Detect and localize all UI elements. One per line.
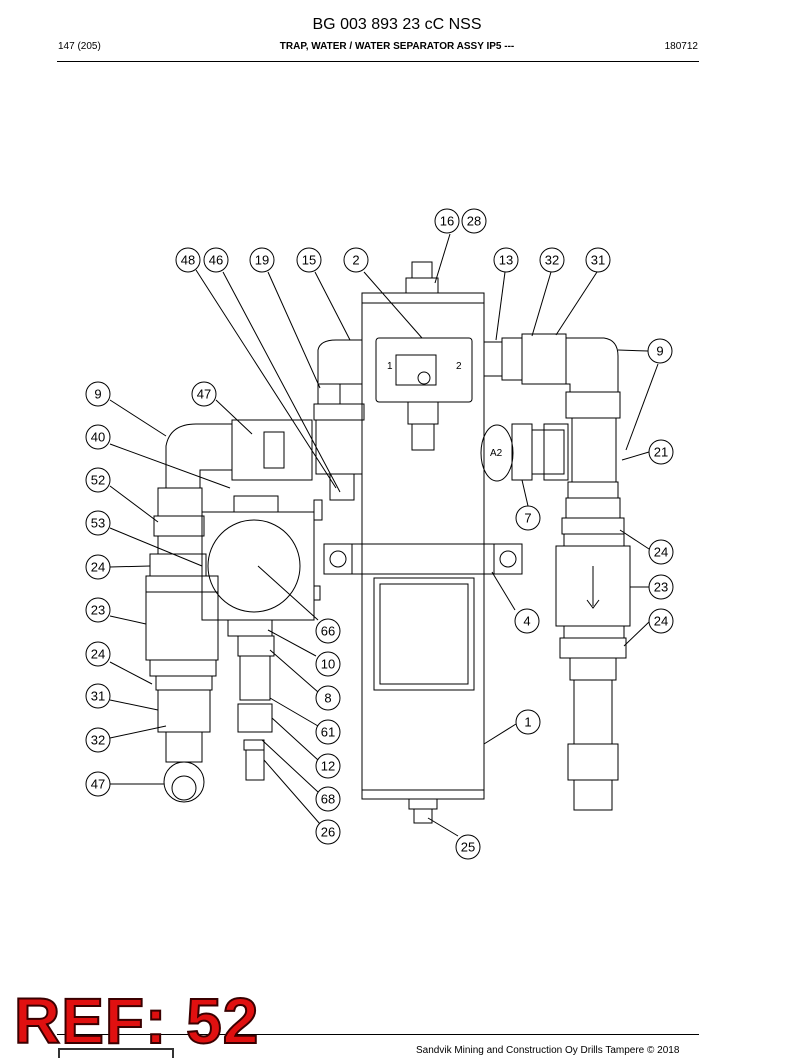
a2-label: A2 [490, 448, 503, 459]
callout-26: 26 [321, 825, 335, 840]
callout-9-left: 9 [94, 387, 101, 402]
page-number: 147 (205) [58, 41, 101, 52]
document-title: BG 003 893 23 cC NSS [312, 16, 482, 33]
callout-46: 46 [209, 253, 223, 268]
callout-32-left: 32 [91, 733, 105, 748]
callout-13: 13 [499, 253, 513, 268]
section-title: TRAP, WATER / WATER SEPARATOR ASSY IP5 -… [279, 41, 515, 52]
separator-body [361, 261, 485, 824]
callout-4: 4 [523, 614, 530, 629]
callout-31-left: 31 [91, 689, 105, 704]
callout-8: 8 [324, 691, 331, 706]
footer-copyright: Sandvik Mining and Construction Oy Drill… [416, 1045, 680, 1056]
leader-lines [109, 233, 659, 837]
callout-12: 12 [321, 759, 335, 774]
callout-48: 48 [181, 253, 195, 268]
callout-28: 28 [467, 214, 481, 229]
callout-24-right-b: 24 [654, 614, 668, 629]
left-hose-column [145, 487, 219, 803]
port-1-label: 1 [387, 361, 393, 372]
callout-9-right: 9 [656, 344, 663, 359]
callout-24-left-b: 24 [91, 647, 105, 662]
callout-2: 2 [352, 253, 359, 268]
callout-1: 1 [524, 715, 531, 730]
callout-47-upper: 47 [197, 387, 211, 402]
left-motor-block [201, 495, 323, 621]
callout-68: 68 [321, 792, 335, 807]
footer-rule [57, 1034, 699, 1035]
callout-52: 52 [91, 473, 105, 488]
ref-stamp: REF: 52 [13, 984, 260, 1058]
callout-24-left-a: 24 [91, 560, 105, 575]
callout-66: 66 [321, 624, 335, 639]
callout-47-lower: 47 [91, 777, 105, 792]
callout-25: 25 [461, 840, 475, 855]
callout-61: 61 [321, 725, 335, 740]
callout-40: 40 [91, 430, 105, 445]
callout-24-right-a: 24 [654, 545, 668, 560]
callout-19: 19 [255, 253, 269, 268]
callout-23-left: 23 [91, 603, 105, 618]
brand-logo [58, 1048, 174, 1058]
upper-right-fittings [483, 333, 625, 535]
callout-32-top: 32 [545, 253, 559, 268]
right-strainer [555, 533, 631, 811]
mounting-clamp [323, 543, 523, 575]
callout-23-right: 23 [654, 580, 668, 595]
left-upper-fittings [165, 339, 365, 501]
callout-21: 21 [654, 445, 668, 460]
callout-15: 15 [302, 253, 316, 268]
lower-small-fittings [227, 619, 275, 781]
callout-10: 10 [321, 657, 335, 672]
callout-balloons [85, 208, 674, 860]
port-2-label: 2 [456, 361, 462, 372]
callout-53: 53 [91, 516, 105, 531]
header-rule [57, 61, 699, 62]
callout-7: 7 [524, 511, 531, 526]
callout-16: 16 [440, 214, 454, 229]
document-date: 180712 [664, 41, 698, 52]
callout-31-top: 31 [591, 253, 605, 268]
